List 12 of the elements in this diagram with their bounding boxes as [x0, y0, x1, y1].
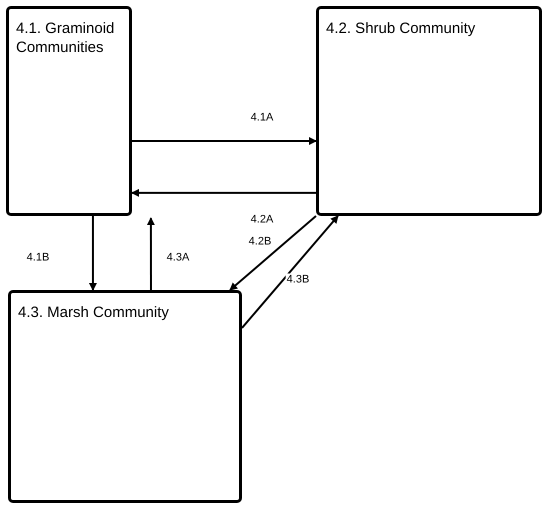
community-box	[6, 6, 132, 216]
arrow	[229, 215, 317, 291]
box-title: 4.1. Graminoid Communities	[16, 19, 116, 57]
arrow	[241, 215, 339, 329]
arrow	[131, 188, 316, 197]
arrow	[146, 217, 155, 290]
community-box	[316, 6, 542, 216]
box-title: 4.3. Marsh Community	[18, 303, 170, 322]
arrow	[132, 137, 317, 146]
community-box	[8, 290, 242, 503]
arrow	[88, 216, 97, 291]
box-title: 4.2. Shrub Community	[326, 19, 476, 38]
